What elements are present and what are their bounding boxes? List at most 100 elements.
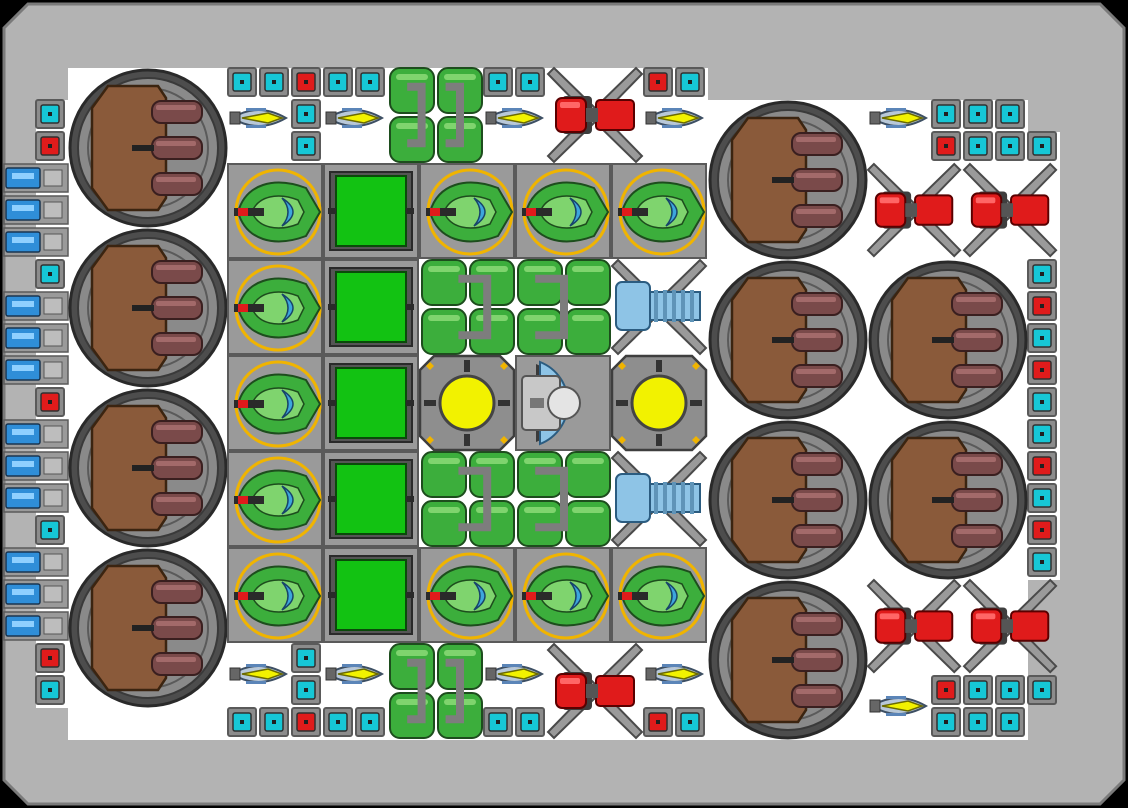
blue-battery-cell-icon[interactable] bbox=[3, 355, 69, 385]
red-connector-node-icon[interactable] bbox=[931, 131, 961, 161]
green-fighter-module-icon[interactable] bbox=[419, 163, 515, 259]
cyan-connector-node-icon[interactable] bbox=[355, 707, 385, 737]
cyan-connector-node-icon[interactable] bbox=[963, 99, 993, 129]
cyan-connector-node-icon[interactable] bbox=[1027, 323, 1057, 353]
cyan-connector-node-icon[interactable] bbox=[963, 707, 993, 737]
red-connector-node-icon[interactable] bbox=[35, 131, 65, 161]
green-coil-pipe-icon[interactable] bbox=[389, 643, 483, 739]
cyan-connector-node-icon[interactable] bbox=[483, 707, 513, 737]
cyan-connector-node-icon[interactable] bbox=[483, 67, 513, 97]
cyan-connector-node-icon[interactable] bbox=[1027, 419, 1057, 449]
heavy-triple-cannon-turret-icon[interactable] bbox=[68, 548, 228, 708]
cyan-connector-node-icon[interactable] bbox=[995, 707, 1025, 737]
cyan-connector-node-icon[interactable] bbox=[1027, 131, 1057, 161]
yellow-reactor-core-icon[interactable] bbox=[418, 354, 516, 452]
cyan-connector-node-icon[interactable] bbox=[35, 99, 65, 129]
green-fighter-module-icon[interactable] bbox=[227, 355, 323, 451]
cyan-connector-node-icon[interactable] bbox=[931, 99, 961, 129]
cyan-connector-node-icon[interactable] bbox=[995, 99, 1025, 129]
blue-battery-cell-icon[interactable] bbox=[3, 227, 69, 257]
blue-battery-cell-icon[interactable] bbox=[3, 611, 69, 641]
green-display-panel-icon[interactable] bbox=[323, 259, 419, 355]
cyan-connector-node-icon[interactable] bbox=[35, 259, 65, 289]
green-fighter-module-icon[interactable] bbox=[611, 547, 707, 643]
cyan-connector-node-icon[interactable] bbox=[675, 67, 705, 97]
cyan-connector-node-icon[interactable] bbox=[35, 675, 65, 705]
green-fighter-module-icon[interactable] bbox=[515, 547, 611, 643]
red-connector-node-icon[interactable] bbox=[291, 707, 321, 737]
yellow-missile-launcher-icon[interactable] bbox=[485, 108, 545, 128]
heavy-triple-cannon-turret-icon[interactable] bbox=[708, 260, 868, 420]
cyan-connector-node-icon[interactable] bbox=[1027, 483, 1057, 513]
green-fighter-module-icon[interactable] bbox=[515, 163, 611, 259]
yellow-missile-launcher-icon[interactable] bbox=[645, 108, 705, 128]
red-connector-node-icon[interactable] bbox=[1027, 355, 1057, 385]
cyan-connector-node-icon[interactable] bbox=[323, 67, 353, 97]
blue-shield-generator-icon[interactable] bbox=[515, 355, 611, 451]
cyan-connector-node-icon[interactable] bbox=[259, 707, 289, 737]
yellow-missile-launcher-icon[interactable] bbox=[485, 664, 545, 684]
red-connector-node-icon[interactable] bbox=[1027, 451, 1057, 481]
yellow-missile-launcher-icon[interactable] bbox=[645, 664, 705, 684]
green-fighter-module-icon[interactable] bbox=[611, 163, 707, 259]
cyan-connector-node-icon[interactable] bbox=[995, 131, 1025, 161]
yellow-missile-launcher-icon[interactable] bbox=[229, 108, 289, 128]
red-thruster-engine-icon[interactable] bbox=[962, 162, 1058, 258]
red-thruster-engine-icon[interactable] bbox=[866, 162, 962, 258]
cyan-connector-node-icon[interactable] bbox=[515, 67, 545, 97]
red-connector-node-icon[interactable] bbox=[931, 675, 961, 705]
heavy-triple-cannon-turret-icon[interactable] bbox=[68, 228, 228, 388]
blue-battery-cell-icon[interactable] bbox=[3, 419, 69, 449]
blue-battery-cell-icon[interactable] bbox=[3, 323, 69, 353]
red-connector-node-icon[interactable] bbox=[643, 67, 673, 97]
cyan-connector-node-icon[interactable] bbox=[227, 67, 257, 97]
green-fighter-module-icon[interactable] bbox=[419, 547, 515, 643]
green-display-panel-icon[interactable] bbox=[323, 451, 419, 547]
green-display-panel-icon[interactable] bbox=[323, 163, 419, 259]
red-connector-node-icon[interactable] bbox=[1027, 515, 1057, 545]
cyan-connector-node-icon[interactable] bbox=[1027, 387, 1057, 417]
cyan-connector-node-icon[interactable] bbox=[1027, 675, 1057, 705]
cyan-connector-node-icon[interactable] bbox=[227, 707, 257, 737]
green-display-panel-icon[interactable] bbox=[323, 355, 419, 451]
yellow-missile-launcher-icon[interactable] bbox=[325, 108, 385, 128]
cyan-connector-node-icon[interactable] bbox=[291, 131, 321, 161]
yellow-missile-launcher-icon[interactable] bbox=[229, 664, 289, 684]
blue-battery-cell-icon[interactable] bbox=[3, 195, 69, 225]
cyan-connector-node-icon[interactable] bbox=[355, 67, 385, 97]
heavy-triple-cannon-turret-icon[interactable] bbox=[68, 68, 228, 228]
heavy-triple-cannon-turret-icon[interactable] bbox=[708, 580, 868, 740]
green-fighter-module-icon[interactable] bbox=[227, 451, 323, 547]
yellow-reactor-core-icon[interactable] bbox=[610, 354, 708, 452]
red-thruster-engine-icon[interactable] bbox=[866, 578, 962, 674]
heavy-triple-cannon-turret-icon[interactable] bbox=[868, 420, 1028, 580]
cyan-connector-node-icon[interactable] bbox=[1027, 547, 1057, 577]
cyan-connector-node-icon[interactable] bbox=[291, 99, 321, 129]
blue-cryo-cannon-icon[interactable] bbox=[610, 450, 708, 548]
green-fighter-module-icon[interactable] bbox=[227, 547, 323, 643]
cyan-connector-node-icon[interactable] bbox=[323, 707, 353, 737]
red-connector-node-icon[interactable] bbox=[35, 643, 65, 673]
cyan-connector-node-icon[interactable] bbox=[963, 675, 993, 705]
red-thruster-engine-icon[interactable] bbox=[546, 642, 644, 740]
cyan-connector-node-icon[interactable] bbox=[963, 131, 993, 161]
yellow-missile-launcher-icon[interactable] bbox=[869, 696, 929, 716]
cyan-connector-node-icon[interactable] bbox=[675, 707, 705, 737]
red-thruster-engine-icon[interactable] bbox=[546, 66, 644, 164]
green-coil-pipe-icon[interactable] bbox=[421, 259, 611, 355]
blue-battery-cell-icon[interactable] bbox=[3, 291, 69, 321]
cyan-connector-node-icon[interactable] bbox=[515, 707, 545, 737]
blue-battery-cell-icon[interactable] bbox=[3, 451, 69, 481]
yellow-missile-launcher-icon[interactable] bbox=[325, 664, 385, 684]
cyan-connector-node-icon[interactable] bbox=[291, 643, 321, 673]
red-thruster-engine-icon[interactable] bbox=[962, 578, 1058, 674]
heavy-triple-cannon-turret-icon[interactable] bbox=[708, 420, 868, 580]
red-connector-node-icon[interactable] bbox=[1027, 291, 1057, 321]
blue-battery-cell-icon[interactable] bbox=[3, 483, 69, 513]
red-connector-node-icon[interactable] bbox=[643, 707, 673, 737]
heavy-triple-cannon-turret-icon[interactable] bbox=[68, 388, 228, 548]
cyan-connector-node-icon[interactable] bbox=[995, 675, 1025, 705]
green-coil-pipe-icon[interactable] bbox=[421, 451, 611, 547]
cyan-connector-node-icon[interactable] bbox=[259, 67, 289, 97]
yellow-missile-launcher-icon[interactable] bbox=[869, 108, 929, 128]
